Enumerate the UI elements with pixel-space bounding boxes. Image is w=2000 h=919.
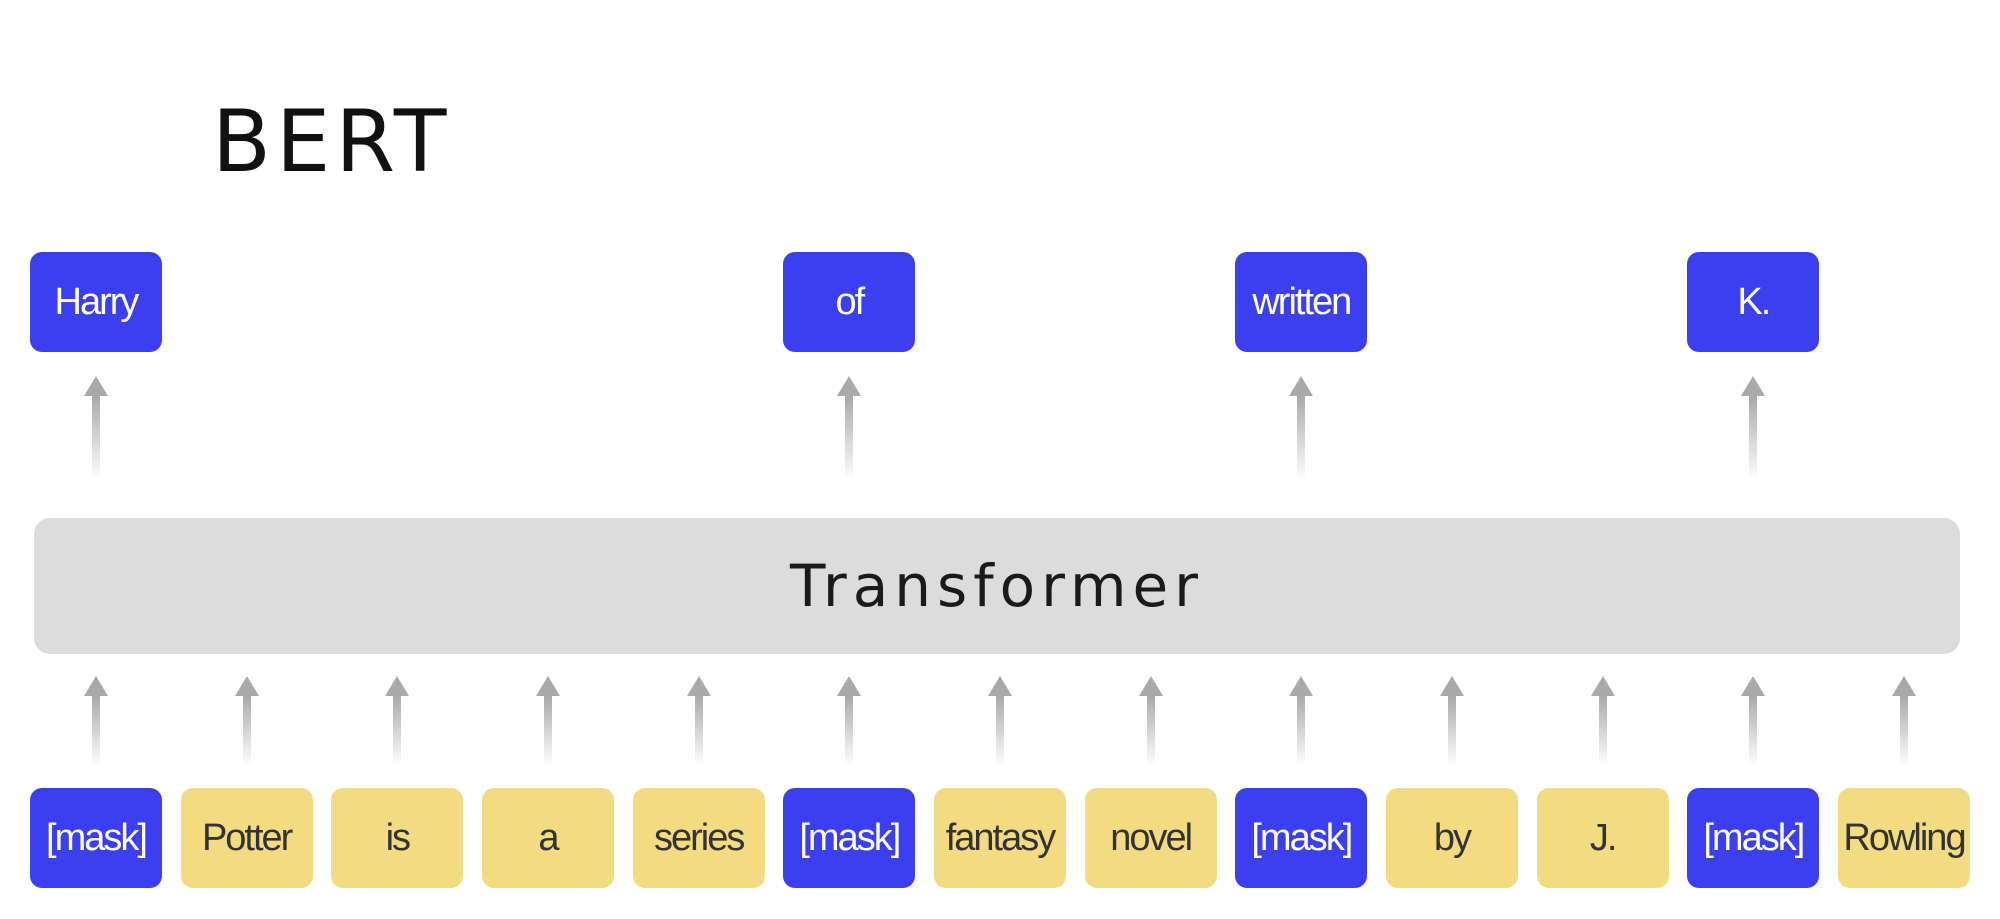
input-arrow (1590, 676, 1616, 766)
arrow-shaft (845, 696, 854, 766)
arrow-shaft (845, 396, 854, 480)
arrow-shaft (1749, 396, 1758, 480)
arrow-head (1892, 676, 1916, 696)
input-token: Rowling (1838, 788, 1970, 888)
input-arrow (1288, 676, 1314, 766)
arrow-shaft (92, 396, 100, 480)
input-arrow (1439, 676, 1465, 766)
input-token: fantasy (934, 788, 1066, 888)
arrow-shaft (393, 696, 402, 766)
output-token: of (783, 252, 916, 352)
arrow-shaft (1900, 696, 1908, 766)
input-arrow (987, 676, 1013, 766)
input-token-masked: [mask] (1235, 788, 1368, 888)
output-token: K. (1687, 252, 1820, 352)
arrow-shaft (242, 696, 251, 766)
arrow-head (1741, 376, 1766, 396)
arrow-shaft (544, 696, 552, 766)
arrow-head (1741, 676, 1766, 696)
transformer-label: Transformer (789, 552, 1205, 620)
output-arrow (1740, 376, 1766, 480)
output-token: Harry (30, 252, 162, 352)
arrow-head (1440, 676, 1464, 696)
diagram-title: BERT (212, 92, 452, 192)
arrow-head (837, 376, 862, 396)
arrow-head (1138, 676, 1163, 696)
arrow-head (234, 676, 259, 696)
input-token: by (1386, 788, 1518, 888)
arrow-shaft (1297, 396, 1306, 480)
arrow-shaft (92, 696, 100, 766)
arrow-head (988, 676, 1012, 696)
input-token: J. (1536, 788, 1669, 888)
transformer-block: Transformer (34, 518, 1960, 654)
arrow-head (84, 676, 108, 696)
input-token: Potter (180, 788, 313, 888)
arrow-head (84, 376, 108, 396)
arrow-shaft (1146, 696, 1155, 766)
arrow-head (1590, 676, 1615, 696)
input-arrow (234, 676, 260, 766)
output-arrow (836, 376, 862, 480)
output-arrow (1288, 376, 1314, 480)
arrow-head (837, 676, 862, 696)
input-token-masked: [mask] (30, 788, 162, 888)
input-arrow (384, 676, 410, 766)
output-arrow (83, 376, 109, 480)
arrow-head (686, 676, 711, 696)
input-arrow (836, 676, 862, 766)
arrow-shaft (996, 696, 1004, 766)
input-token: is (331, 788, 464, 888)
arrow-shaft (1749, 696, 1758, 766)
input-token: a (482, 788, 614, 888)
arrow-head (536, 676, 560, 696)
input-arrow (1891, 676, 1917, 766)
arrow-head (1289, 376, 1314, 396)
input-arrow (1138, 676, 1164, 766)
output-token: written (1235, 252, 1368, 352)
arrow-shaft (1448, 696, 1456, 766)
arrow-head (385, 676, 410, 696)
input-token-masked: [mask] (783, 788, 916, 888)
input-token: novel (1084, 788, 1217, 888)
input-token-masked: [mask] (1687, 788, 1820, 888)
input-arrow (535, 676, 561, 766)
input-arrow (1740, 676, 1766, 766)
arrow-head (1289, 676, 1314, 696)
arrow-shaft (1297, 696, 1306, 766)
input-arrow (686, 676, 712, 766)
arrow-shaft (694, 696, 703, 766)
arrow-shaft (1598, 696, 1607, 766)
input-arrow (83, 676, 109, 766)
input-token: series (632, 788, 765, 888)
